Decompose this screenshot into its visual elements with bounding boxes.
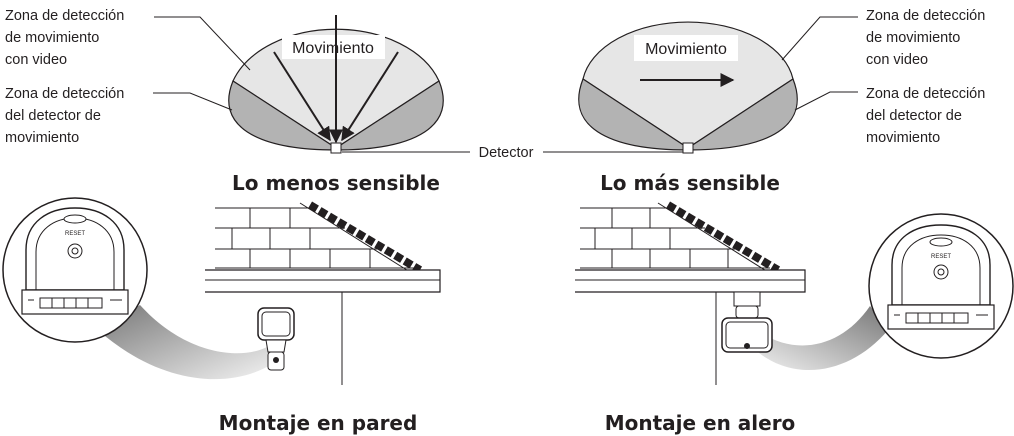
detector-zone-leader-line [794,91,858,111]
motion-label: Movimiento [292,40,374,57]
motion-label-background [634,35,738,61]
motion-label: Movimiento [645,41,727,58]
callout-tail [98,305,272,380]
reset-button-icon [67,243,83,259]
eave-mount-illustration: RESET Montaje en alero [575,201,1014,435]
camera-closeup: RESET [887,224,995,330]
detector-zone-label: Zona de detección del detector de movimi… [866,86,989,146]
roof-eave [575,269,806,293]
video-zone-label: Zona de detección de movimiento con vide… [866,8,989,68]
least-sensitive-diagram: Movimiento Zona de detección de movimien… [5,8,444,195]
motion-label-background [282,35,385,59]
video-zone-leader-line [154,16,251,71]
eave-mount-title: Montaje en alero [605,411,796,435]
camera-lens-top [63,214,87,224]
motion-arrow-right [341,51,399,142]
roof-edge [307,201,423,274]
reset-text: RESET [931,254,951,260]
wall-mounted-camera [257,307,295,371]
camera-base [21,289,129,315]
camera-closeup: RESET [21,207,129,315]
roof-bricks [215,207,415,269]
least-sensitive-title: Lo menos sensible [232,171,440,195]
camera-base [887,304,995,330]
callout-tail [750,306,888,371]
roof-eave [205,269,441,293]
detector-square [330,142,342,154]
camera-lens-top [929,237,953,247]
detector-callout: Detector [342,145,683,161]
reset-text: RESET [65,231,85,237]
detector-label: Detector [479,145,534,161]
video-zone-label: Zona de detección de movimiento con vide… [5,8,128,68]
detector-zone-label: Zona de detección del detector de movimi… [5,86,128,146]
wall-mount-illustration: RESET [2,197,441,435]
wall-mount-title: Montaje en pared [219,411,418,435]
roof-bricks [580,207,770,269]
reset-button-icon [933,264,949,280]
roof-edge [665,201,781,274]
most-sensitive-diagram: Movimiento Zona de detección de movimien… [578,8,989,195]
detector-zone-leader-line [153,92,233,111]
motion-arrow-left [273,51,331,142]
video-zone-leader-line [781,16,858,61]
most-sensitive-title: Lo más sensible [600,171,780,195]
eave-mounted-camera [721,291,773,353]
detector-square [682,142,694,154]
